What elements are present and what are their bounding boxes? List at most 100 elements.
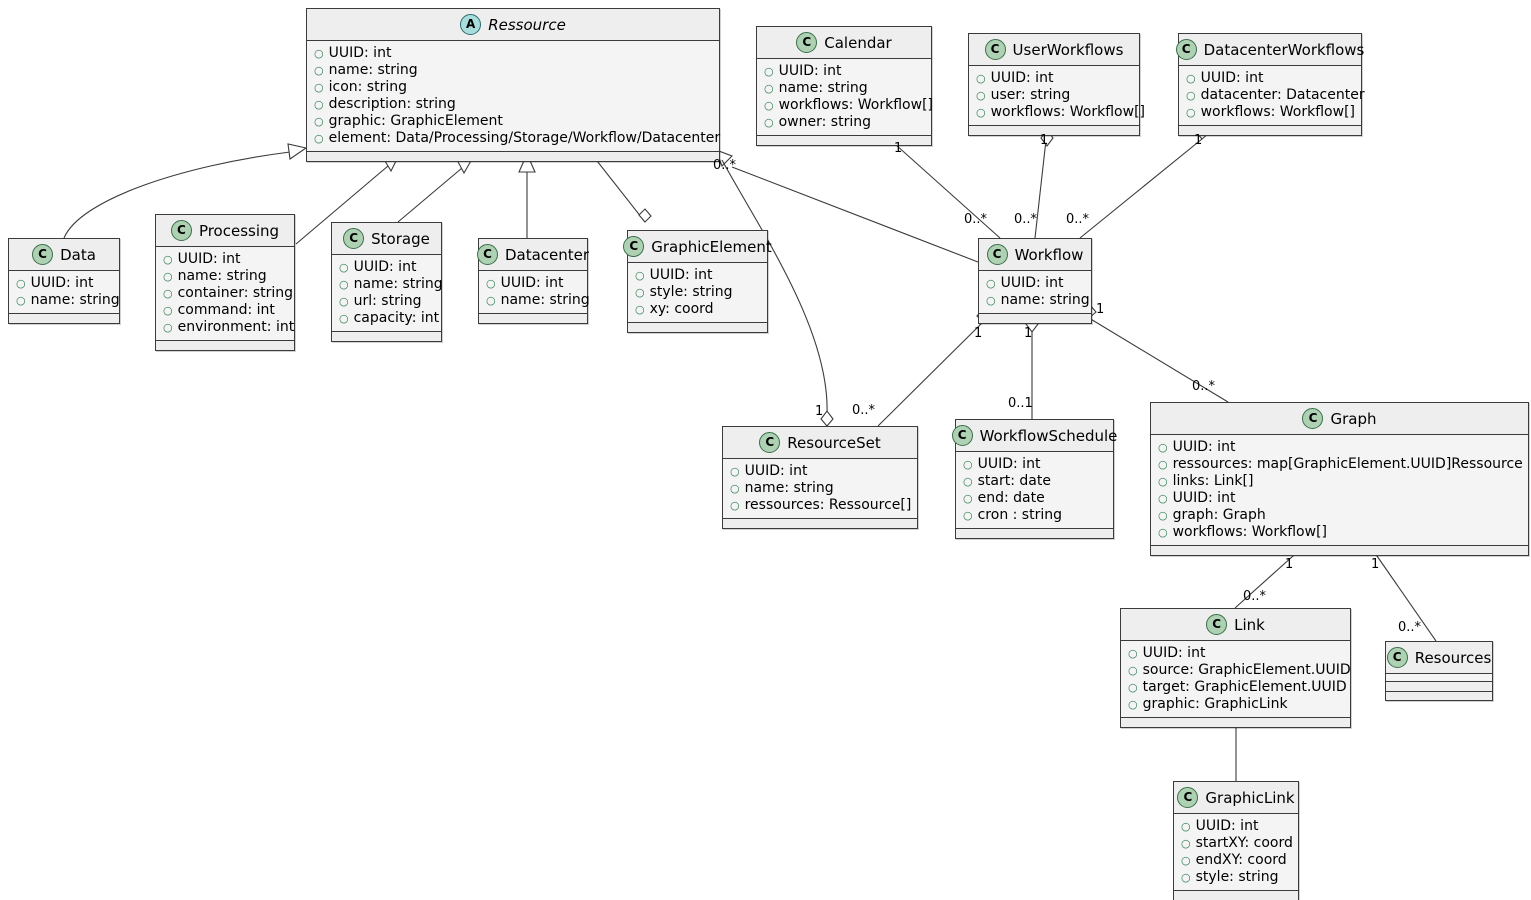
visibility-public-icon: ○	[764, 82, 774, 95]
class-icon: C	[343, 228, 365, 249]
visibility-public-icon: ○	[635, 303, 645, 316]
attribute-row: ○ user: string	[976, 87, 1133, 104]
class-name-workflowschedule: WorkflowSchedule	[979, 426, 1118, 445]
attribute-row: ○style: string	[1181, 869, 1292, 886]
attribute-row: ○name: string	[764, 80, 925, 97]
attribute-row: ○graphic: GraphicElement	[314, 113, 713, 130]
class-name-workflow: Workflow	[1014, 245, 1084, 264]
attribute-text: user: string	[990, 87, 1071, 103]
uml-class-workflowschedule[interactable]: C WorkflowSchedule ○UUID: int○start: date ○…	[951, 419, 1117, 539]
attribute-row: ○name: string	[339, 276, 443, 293]
class-attributes-link: ○UUID: int○source: GraphicElement.UUID○t…	[1121, 641, 1351, 717]
attribute-text: name: string	[353, 276, 443, 292]
class-attributes-userworkflows: ○UUID: int○user: string○workflows: Workf…	[969, 66, 1145, 125]
visibility-public-icon: ○	[764, 99, 774, 112]
visibility-public-icon: ○	[339, 261, 349, 274]
class-attributes-graph: ○UUID: int○ressources: map[GraphicElemen…	[1151, 435, 1528, 545]
class-attributes-workflowschedule: ○UUID: int○start: date○end: date○cron : …	[956, 452, 1113, 528]
visibility-public-icon: ○	[16, 294, 26, 307]
attribute-text: name: string	[177, 268, 267, 284]
attribute-row: ○endXY: coord	[1181, 852, 1292, 869]
multiplicity-label: 1	[894, 141, 903, 156]
class-name-resources: Resources	[1414, 648, 1492, 667]
class-header-workflowschedule: C WorkflowSchedule	[951, 420, 1117, 452]
attribute-row: ○style: string	[635, 284, 761, 301]
visibility-public-icon: ○	[1181, 871, 1191, 884]
multiplicity-label: 0..*	[1192, 379, 1216, 394]
visibility-public-icon: ○	[986, 294, 996, 307]
class-attributes-resourceset: ○UUID: int○name: string○ressources: Ress…	[723, 459, 917, 518]
multiplicity-label: 1	[1194, 133, 1203, 148]
attribute-text: UUID: int	[778, 63, 842, 79]
attribute-row: ○UUID: int	[963, 456, 1107, 473]
attribute-row: ○workflows: Workflow[]	[1186, 104, 1355, 121]
attribute-text: container: string	[177, 285, 294, 301]
attribute-row: ○start: date	[963, 473, 1107, 490]
attribute-text: graph: Graph	[1172, 507, 1266, 523]
class-attributes-ressource: ○UUID: int○name: string○icon: string○des…	[307, 41, 720, 151]
visibility-public-icon: ○	[163, 321, 173, 334]
class-methods-compartment	[156, 340, 294, 350]
attribute-row: ○owner: string	[764, 114, 925, 131]
class-icon: C	[951, 425, 973, 446]
attribute-row: ○graphic: GraphicLink	[1128, 696, 1344, 713]
attribute-row: ○UUID: int	[339, 259, 435, 276]
attribute-text: url: string	[353, 293, 422, 309]
attribute-text: environment: int	[177, 319, 295, 335]
attribute-text: workflows: Workflow[]	[990, 104, 1145, 120]
visibility-public-icon: ○	[1181, 854, 1191, 867]
attribute-row: ○UUID: int	[16, 275, 113, 292]
attribute-text: xy: coord	[649, 301, 714, 317]
attribute-text: name: string	[500, 292, 590, 308]
attribute-row: ○startXY: coord	[1181, 835, 1293, 852]
visibility-public-icon: ○	[1158, 441, 1168, 454]
visibility-public-icon: ○	[963, 492, 973, 505]
class-methods-compartment	[1174, 890, 1298, 900]
class-name-resourceset: ResourceSet	[787, 433, 881, 452]
class-attributes-calendar: ○UUID: int○name: string○workflows: Workf…	[757, 59, 933, 135]
visibility-public-icon: ○	[976, 89, 986, 102]
attribute-row: ○cron : string	[963, 507, 1107, 524]
visibility-public-icon: ○	[314, 81, 324, 94]
multiplicity-label: 0..*	[852, 403, 876, 418]
attribute-row: ○UUID: int	[314, 45, 713, 62]
attribute-row: ○name: string	[314, 62, 713, 79]
attribute-row: ○UUID: int	[1128, 645, 1344, 662]
attribute-text: graphic: GraphicElement	[328, 113, 503, 129]
attribute-text: name: string	[328, 62, 418, 78]
attribute-row: ○icon: string	[314, 79, 713, 96]
class-name-graphiclink: GraphicLink	[1205, 788, 1295, 807]
class-methods-compartment	[332, 331, 441, 341]
visibility-public-icon: ○	[976, 72, 986, 85]
attribute-text: graphic: GraphicLink	[1142, 696, 1288, 712]
multiplicity-label: 0..*	[1066, 212, 1090, 227]
attribute-text: UUID: int	[649, 267, 713, 283]
visibility-public-icon: ○	[1158, 526, 1168, 539]
class-attributes-datacenter: ○UUID: int○name: string	[479, 271, 590, 313]
visibility-public-icon: ○	[314, 98, 324, 111]
visibility-public-icon: ○	[339, 312, 349, 325]
multiplicity-label: 1	[815, 404, 824, 419]
